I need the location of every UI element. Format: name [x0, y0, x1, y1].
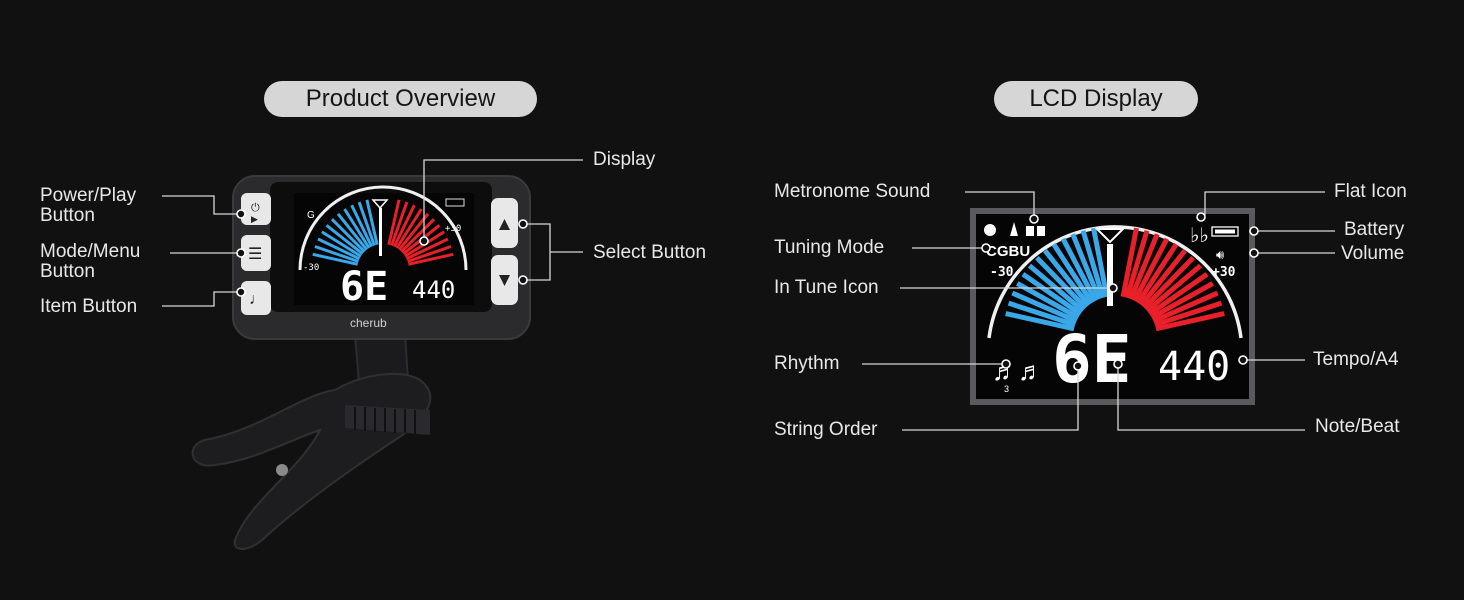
rhythm-notes-icon: ♬♬: [992, 356, 1044, 386]
note-beat-label: Note/Beat: [1315, 416, 1400, 437]
item-button-label: Item Button: [40, 296, 138, 317]
lcd-gauge-tick: [1154, 300, 1223, 328]
lcd-gauge-tick: [1051, 242, 1095, 305]
lcd-gauge-tick: [1043, 249, 1091, 307]
lcd-plus: +30: [1212, 265, 1236, 280]
lcd-gauge-tick: [1142, 256, 1195, 310]
lcd-gauge-tick: [1145, 263, 1203, 313]
mini-big-digits: 6E: [340, 264, 388, 310]
power-icon: ⏻: [251, 202, 260, 214]
lcd-tuning-mode: CGBU: [986, 243, 1030, 260]
metronome-sound-icon: [984, 224, 996, 236]
lcd-gauge-tick: [1080, 229, 1106, 299]
lcd-gauge-tick: [1021, 272, 1082, 317]
triplet-mark: 3: [1004, 384, 1009, 394]
volume-label: Volume: [1341, 243, 1405, 264]
brand-logo: cherub: [350, 316, 387, 330]
mini-gauge-ticks: [312, 199, 454, 266]
metronome-icon: [1010, 222, 1018, 236]
metronome-sound-label: Metronome Sound: [774, 181, 931, 202]
menu-icon: ☰: [248, 246, 262, 263]
overview-dots: [236, 209, 528, 297]
mini-gauge-tick: [365, 199, 379, 245]
lcd-gauge-tick: [1091, 227, 1110, 298]
mini-gauge-tick: [390, 201, 409, 246]
mini-gauge-tick: [387, 199, 401, 245]
play-icon: ▶: [251, 214, 258, 224]
lcd-gauge-ticks: [1005, 227, 1225, 332]
power-play-button[interactable]: [241, 193, 271, 225]
select-button-label: Select Button: [593, 242, 707, 263]
mini-gauge-tick: [317, 237, 361, 261]
mini-gauge-tick: [325, 224, 364, 256]
mini-gauge-tick: [321, 230, 362, 258]
lcd-minus: -30: [990, 265, 1014, 280]
note-icon: ♩: [249, 291, 265, 308]
lcd-gauge-tick: [1128, 233, 1160, 301]
mini-gauge-tick: [350, 204, 374, 248]
tuning-mode-label: Tuning Mode: [774, 237, 885, 258]
mini-minus: -30: [303, 263, 319, 273]
mode-menu-button[interactable]: [241, 235, 271, 271]
lcd-dots: [981, 212, 1259, 371]
mini-gauge-tick: [395, 208, 423, 249]
in-tune-needle: [1107, 244, 1113, 306]
mini-gauge-tick: [398, 212, 430, 251]
in-tune-icon-label: In Tune Icon: [774, 277, 879, 298]
lcd-gauge-tick: [1135, 242, 1179, 305]
mini-gauge-tick: [405, 237, 449, 261]
mini-gauge-tick: [312, 252, 358, 266]
flat-icon: ♭♭: [1190, 225, 1209, 247]
power-play-label: Power/Play Button: [40, 185, 137, 226]
lcd-gauge-tick: [1005, 311, 1075, 332]
rhythm-label: Rhythm: [774, 353, 840, 374]
mini-gauge-tick: [314, 245, 359, 263]
in-tune-triangle-icon: [1094, 228, 1126, 244]
battery-label: Battery: [1344, 219, 1405, 240]
mini-battery-icon: [445, 198, 465, 207]
mini-note: G: [307, 210, 315, 221]
lcd-small-digits: 440: [1158, 344, 1230, 390]
lcd-gauge-tick: [1035, 256, 1088, 310]
mode-menu-label: Mode/Menu Button: [40, 241, 141, 282]
tempo-a4-label: Tempo/A4: [1313, 349, 1399, 370]
lcd-gauge-tick: [1152, 290, 1219, 324]
product-overview-title: Product Overview: [264, 81, 537, 117]
down-arrow-icon: [499, 275, 510, 286]
mini-small-digits: 440: [412, 276, 455, 304]
lcd-gauge-tick: [1148, 272, 1209, 317]
lcd-gauge-tick: [1150, 281, 1214, 320]
battery-icon: [1211, 226, 1239, 237]
mini-gauge-tick: [357, 201, 376, 246]
mini-gauge-tick: [330, 218, 366, 253]
lcd-gauge-tick: [1016, 281, 1080, 320]
lcd-gauge-tick: [1139, 249, 1187, 307]
lcd-gauge-tick: [1060, 237, 1098, 302]
mini-gauge-tick: [343, 208, 371, 249]
mini-gauge-tick: [408, 252, 454, 266]
mini-gauge-tick: [400, 218, 436, 253]
mini-gauge-tick: [336, 212, 368, 251]
display-label: Display: [593, 149, 656, 170]
overview-callouts: [162, 159, 583, 307]
string-order-label: String Order: [774, 419, 878, 440]
lcd-gauge-tick: [1124, 229, 1150, 299]
up-arrow-icon: [499, 219, 510, 230]
volume-icon: 🔊︎: [1216, 247, 1224, 262]
lcd-gauge-tick: [1011, 290, 1078, 324]
lcd-gauge-tick: [1155, 311, 1225, 332]
item-button[interactable]: [241, 281, 271, 315]
lcd-gauge-tick: [1132, 237, 1170, 302]
flat-icon-label: Flat Icon: [1334, 181, 1407, 202]
lcd-display-title: LCD Display: [994, 81, 1198, 117]
mini-gauge-tick: [392, 204, 416, 248]
mini-gauge-tick: [407, 245, 452, 263]
lcd-callouts: [862, 191, 1335, 431]
mini-plus: +30: [445, 224, 461, 234]
lcd-gauge-tick: [1007, 300, 1076, 328]
lcd-gauge-tick: [1120, 227, 1139, 298]
